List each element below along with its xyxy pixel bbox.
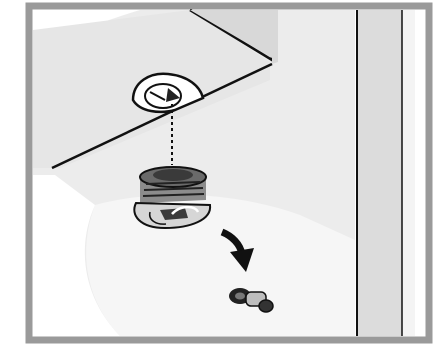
cabinet-side-face (190, 10, 278, 64)
door-panel-edge (402, 10, 415, 336)
door-panel (357, 10, 402, 336)
hole-slot-line (149, 91, 166, 101)
screw-part (229, 288, 274, 313)
down-right-arrow-icon (220, 228, 254, 272)
hole-marker (166, 88, 180, 102)
cabinet-bottom-edge (51, 62, 273, 170)
adjustable-foot (133, 166, 212, 230)
floor-highlight (86, 194, 356, 336)
hole-inner (144, 83, 182, 109)
